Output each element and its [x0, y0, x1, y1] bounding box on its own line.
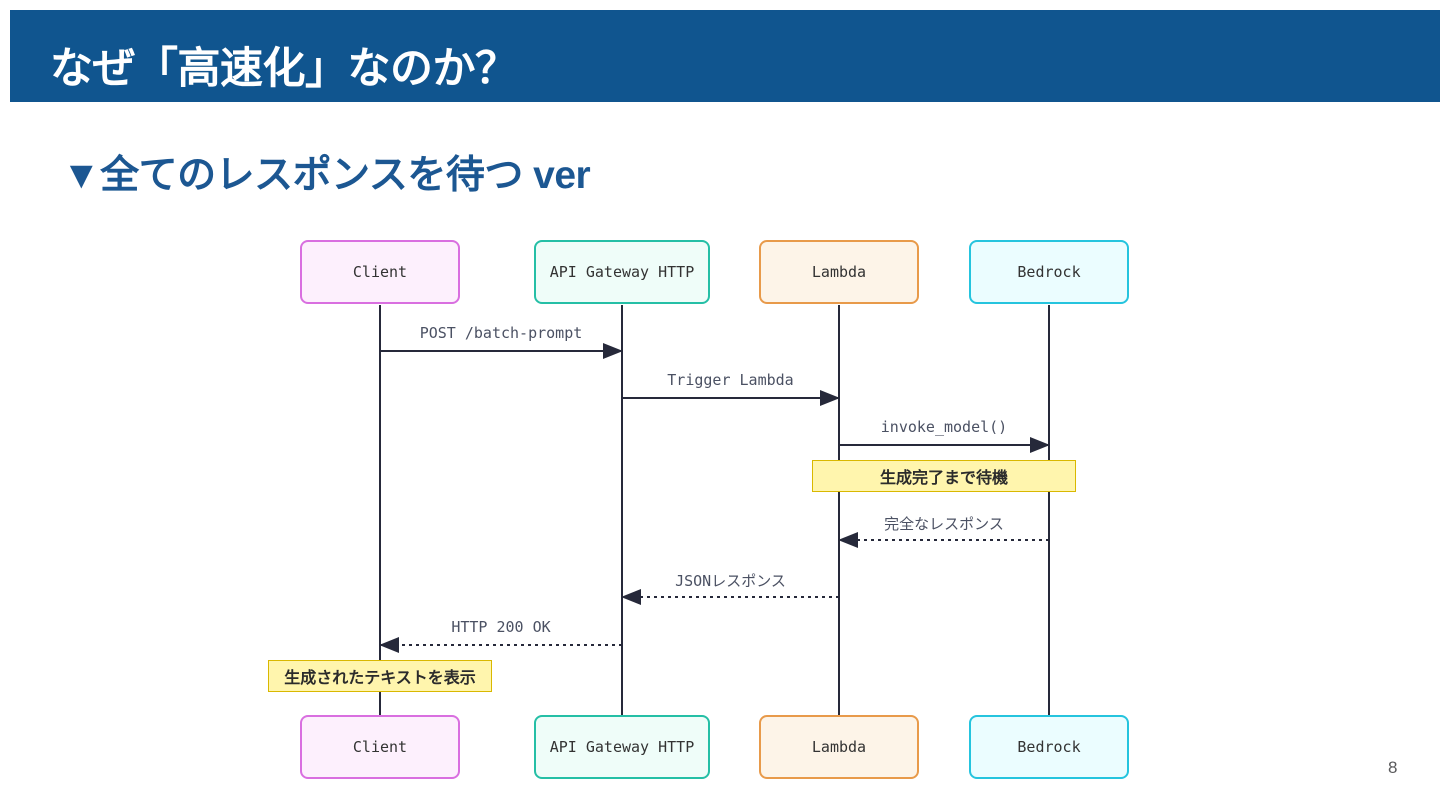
note-label-0: 生成完了まで待機: [879, 470, 1008, 487]
participant-label-apigw: API Gateway HTTP: [549, 738, 695, 756]
section-subtitle: ▼全てのレスポンスを待つ ver: [62, 154, 591, 197]
participant-label-lambda: Lambda: [811, 263, 867, 281]
participant-box-client-bottom: Client: [300, 715, 460, 779]
participant-box-lambda-top: Lambda: [759, 240, 919, 304]
participant-box-bedrock-top: Bedrock: [969, 240, 1129, 304]
page-number: 8: [1388, 758, 1398, 777]
message-label-4: JSONレスポンス: [675, 572, 786, 590]
participant-label-bedrock: Bedrock: [1017, 738, 1081, 756]
participant-box-bedrock-bottom: Bedrock: [969, 715, 1129, 779]
message-label-5: HTTP 200 OK: [451, 618, 551, 636]
participant-box-apigw-top: API Gateway HTTP: [534, 240, 710, 304]
participant-label-bedrock: Bedrock: [1017, 263, 1081, 281]
note-box-1: 生成されたテキストを表示: [268, 660, 492, 692]
note-box-0: 生成完了まで待機: [812, 460, 1076, 492]
slide-header-bar: なぜ「高速化」なのか？: [10, 10, 1440, 102]
message-label-3: 完全なレスポンス: [884, 515, 1004, 533]
participant-label-client: Client: [352, 263, 408, 281]
message-label-0: POST /batch-prompt: [419, 324, 583, 342]
participant-box-lambda-bottom: Lambda: [759, 715, 919, 779]
note-label-1: 生成されたテキストを表示: [284, 670, 476, 687]
participant-box-apigw-bottom: API Gateway HTTP: [534, 715, 710, 779]
message-arrows-group: [379, 343, 1050, 653]
participant-label-lambda: Lambda: [811, 738, 867, 756]
message-label-1: Trigger Lambda: [667, 371, 794, 389]
page-title: なぜ「高速化」なのか？: [50, 45, 518, 93]
lifelines-group: [379, 305, 1050, 715]
participant-label-apigw: API Gateway HTTP: [549, 263, 695, 281]
message-label-2: invoke_model(): [880, 418, 1008, 436]
participant-label-client: Client: [352, 738, 408, 756]
participant-box-client-top: Client: [300, 240, 460, 304]
